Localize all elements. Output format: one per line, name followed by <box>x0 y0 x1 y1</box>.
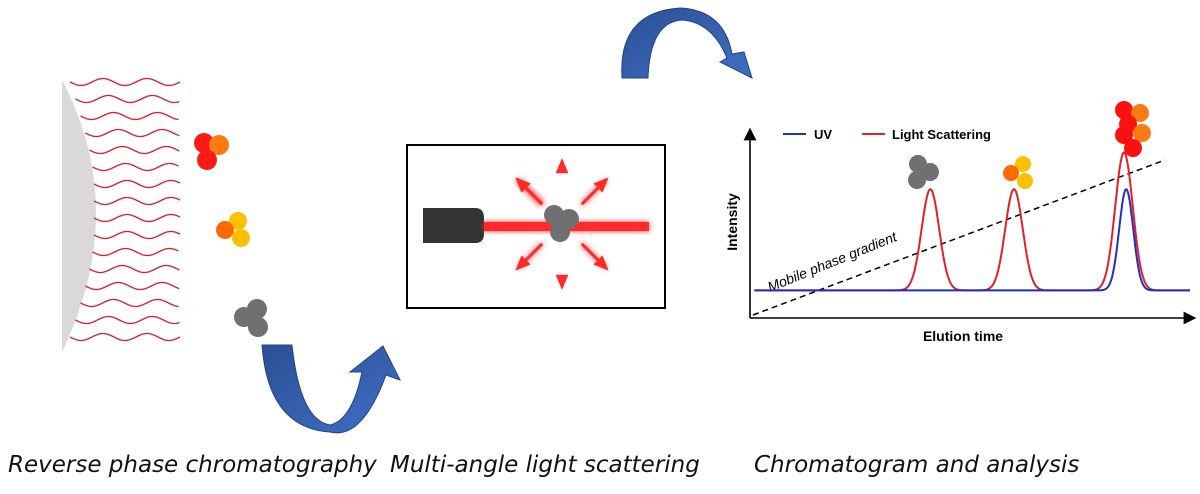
bonded-chain-wave <box>89 145 180 155</box>
scatter-ray-head <box>515 177 531 193</box>
bonded-chain-wave <box>93 213 181 223</box>
red-protein-cluster <box>194 133 229 170</box>
bonded-chain-wave <box>75 94 180 104</box>
bonded-chain-wave <box>80 111 179 121</box>
bonded-chain-wave <box>84 281 180 291</box>
bonded-chains <box>69 77 181 342</box>
laser-source <box>423 208 484 243</box>
chromatogram: Intensity Elution time Mobile phase grad… <box>724 101 1197 344</box>
scatter-ray-head <box>593 255 609 271</box>
bonded-chain-wave <box>80 298 179 308</box>
left-caption: Reverse phase chromatography <box>8 452 377 478</box>
legend-uv-label: UV <box>814 127 832 142</box>
bonded-chain-wave <box>92 162 179 172</box>
peak3-red-cluster <box>1115 101 1151 157</box>
scatter-ray-head <box>593 177 609 193</box>
scatter-ray-head <box>555 274 569 290</box>
scatter-ray-head <box>555 158 569 174</box>
peak1-gray-cluster <box>908 155 939 189</box>
gray-protein-cluster <box>234 299 268 337</box>
scattered-light-rays <box>515 158 609 290</box>
y-axis-label: Intensity <box>724 193 740 251</box>
stationary-phase-bead <box>62 80 96 352</box>
bonded-chain-wave <box>69 77 181 87</box>
bonded-chain-wave <box>84 128 180 138</box>
peak2-orange-cluster <box>1003 156 1033 189</box>
orange-protein-cluster <box>216 212 250 247</box>
middle-caption: Multi-angle light scattering <box>390 452 700 478</box>
right-caption: Chromatogram and analysis <box>754 452 1080 478</box>
bonded-chain-wave <box>93 196 181 206</box>
legend-ls-label: Light Scattering <box>892 127 991 142</box>
series-uv <box>754 188 1190 292</box>
scattering-particle <box>544 205 579 242</box>
curved-arrow-to-chromatogram <box>621 7 753 79</box>
bonded-chain-wave <box>92 247 179 257</box>
bonded-chain-wave <box>69 332 181 342</box>
bonded-chain-wave <box>93 230 181 240</box>
bonded-chain-wave <box>89 264 180 274</box>
scatter-ray-head <box>515 255 531 271</box>
bonded-chain-wave <box>93 179 181 189</box>
x-axis-label: Elution time <box>923 328 1003 344</box>
bonded-chain-wave <box>75 315 180 325</box>
gradient-line <box>752 159 1166 316</box>
curved-arrow-to-mals <box>261 344 402 434</box>
